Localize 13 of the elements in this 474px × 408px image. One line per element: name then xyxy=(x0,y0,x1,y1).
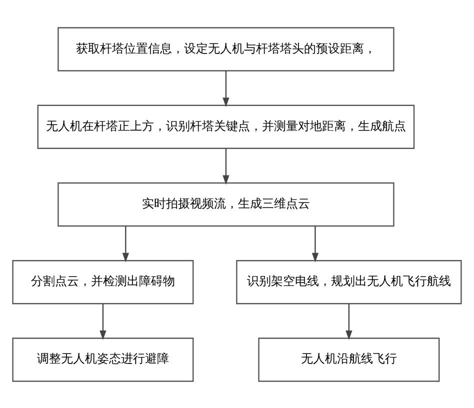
node-box: 无人机在杆塔正上方，识别杆塔关键点，并测量对地距离，生成航点 xyxy=(37,104,415,148)
node-box: 实时拍摄视频流，生成三维点云 xyxy=(58,182,394,226)
node-box: 调整无人机姿态进行避障 xyxy=(12,337,194,382)
node-box: 分割点云，并检测出障碍物 xyxy=(12,260,194,304)
arrow xyxy=(122,226,129,262)
node-box: 无人机沿航线飞行 xyxy=(258,337,440,382)
arrow xyxy=(312,226,319,262)
arrow xyxy=(346,303,352,340)
node-box: 获取杆塔位置信息，设定无人机与杆塔塔头的预设距离， xyxy=(58,26,394,71)
arrow xyxy=(222,148,230,184)
node-box: 识别架空电线，规划出无人机飞行航线 xyxy=(236,260,462,304)
arrow xyxy=(100,303,106,340)
arrow xyxy=(222,70,230,107)
